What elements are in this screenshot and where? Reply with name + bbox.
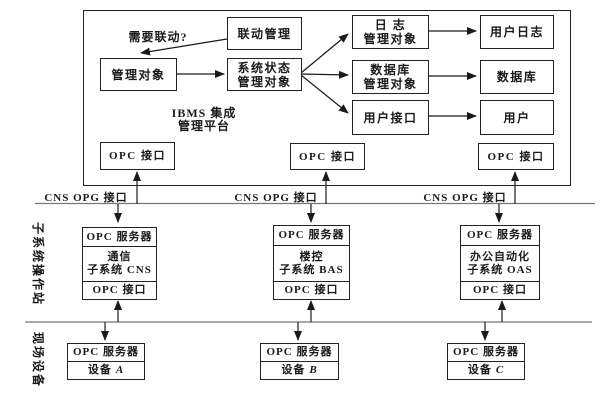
- subsystem-bas-stack: OPC 服务器 楼控 子系统 BAS OPC 接口: [273, 225, 350, 300]
- platform-opc-interface-left: OPC 接口: [100, 142, 175, 170]
- subsystem-bas-name-line2: 子系统 BAS: [279, 263, 344, 276]
- subsystem-cns-interface: OPC 接口: [83, 281, 156, 299]
- device-a-id: A: [115, 363, 125, 376]
- platform-title-line1: IBMS 集成: [171, 106, 237, 120]
- subsystem-bas-server-label: OPC 服务器: [278, 229, 345, 241]
- user-interface-label: 用户接口: [363, 110, 418, 125]
- device-a-server-label: OPC 服务器: [73, 346, 139, 358]
- subsystem-cns-interface-label: OPC 接口: [92, 284, 147, 296]
- section-label-field-devices: 现场设备: [31, 331, 45, 388]
- log-mgmt-line2: 管理对象: [363, 32, 418, 46]
- cns-opg-label-left: CNS OPG 接口: [44, 192, 128, 204]
- device-c-server-label: OPC 服务器: [453, 346, 519, 358]
- db-mgmt-line2: 管理对象: [363, 77, 418, 91]
- database-label: 数据库: [496, 70, 538, 84]
- subsystem-cns-name-line2: 子系统 CNS: [87, 264, 152, 276]
- subsystem-cns-stack: OPC 服务器 通信 子系统 CNS OPC 接口: [82, 227, 157, 300]
- subsystem-oas-name: 办公自动化 子系统 OAS: [461, 245, 539, 281]
- platform-opc-interface-left-label: OPC 接口: [109, 150, 166, 162]
- user-log-box: 用户日志: [480, 15, 554, 49]
- platform-title-line2: 管理平台: [177, 119, 230, 133]
- subsystem-oas-name-line2: 子系统 OAS: [467, 263, 533, 276]
- subsystem-bas-interface: OPC 接口: [274, 281, 349, 299]
- device-b-name-label: 设备: [281, 363, 306, 376]
- mgmt-object-box: 管理对象: [100, 58, 177, 91]
- subsystem-cns-name-line1: 通信: [107, 251, 132, 263]
- device-c-name-label: 设备: [467, 363, 492, 376]
- subsystem-cns-name: 通信 子系统 CNS: [83, 246, 156, 281]
- log-mgmt-box: 日 志 管理对象: [352, 15, 429, 49]
- arrow-status-to-db: [300, 70, 349, 79]
- platform-opc-interface-mid-label: OPC 接口: [299, 150, 356, 163]
- device-c-server: OPC 服务器: [448, 344, 524, 361]
- user-interface-box: 用户接口: [352, 100, 429, 135]
- db-mgmt-line1: 数据库: [370, 63, 411, 77]
- subsystem-oas-stack: OPC 服务器 办公自动化 子系统 OAS OPC 接口: [460, 225, 540, 300]
- device-a-server: OPC 服务器: [68, 344, 144, 361]
- db-mgmt-box: 数据库 管理对象: [352, 60, 429, 94]
- cns-opg-label-mid: CNS OPG 接口: [234, 192, 318, 204]
- ibms-platform-frame: [83, 10, 571, 186]
- log-mgmt-line1: 日 志: [374, 18, 407, 32]
- subsystem-oas-server-label: OPC 服务器: [467, 229, 533, 241]
- user-label: 用户: [503, 110, 531, 125]
- arrow-status-to-userif: [300, 74, 349, 114]
- subsystem-oas-server: OPC 服务器: [461, 226, 539, 245]
- linkage-question-label: 需要联动?: [128, 30, 188, 44]
- device-b-id: B: [309, 363, 318, 376]
- platform-title: IBMS 集成 管理平台: [158, 107, 250, 133]
- device-b-server-label: OPC 服务器: [266, 346, 333, 358]
- system-status-line2: 管理对象: [237, 74, 292, 89]
- subsystem-cns-server-label: OPC 服务器: [86, 230, 153, 243]
- subsystem-bas-interface-label: OPC 接口: [284, 284, 339, 296]
- mgmt-object-label: 管理对象: [111, 67, 166, 82]
- system-status-box: 系统状态 管理对象: [227, 58, 302, 91]
- subsystem-bas-name: 楼控 子系统 BAS: [274, 245, 349, 281]
- platform-opc-interface-mid: OPC 接口: [290, 143, 365, 170]
- arrow-linkage-to-mgmt: [140, 38, 228, 56]
- linkage-mgmt-box: 联动管理: [227, 17, 302, 50]
- arrow-status-to-log: [300, 33, 349, 74]
- linkage-mgmt-label: 联动管理: [237, 26, 292, 41]
- device-a-name-label: 设备: [87, 363, 112, 376]
- subsystem-oas-interface: OPC 接口: [461, 281, 539, 299]
- platform-opc-interface-right: OPC 接口: [478, 143, 554, 170]
- section-label-subsystems: 子系统操作站: [31, 222, 45, 307]
- device-b-server: OPC 服务器: [261, 344, 338, 361]
- subsystem-cns-server: OPC 服务器: [83, 228, 156, 246]
- subsystem-oas-interface-label: OPC 接口: [473, 284, 527, 296]
- user-box: 用户: [480, 100, 554, 135]
- database-box: 数据库: [480, 60, 554, 94]
- cns-opg-label-right: CNS OPG 接口: [423, 192, 507, 204]
- subsystem-oas-name-line1: 办公自动化: [470, 250, 530, 263]
- device-c-id: C: [495, 363, 505, 376]
- subsystem-bas-name-line1: 楼控: [299, 250, 324, 263]
- user-log-label: 用户日志: [489, 25, 544, 39]
- platform-opc-interface-right-label: OPC 接口: [487, 150, 545, 163]
- subsystem-bas-server: OPC 服务器: [274, 226, 349, 245]
- system-status-line1: 系统状态: [237, 60, 292, 75]
